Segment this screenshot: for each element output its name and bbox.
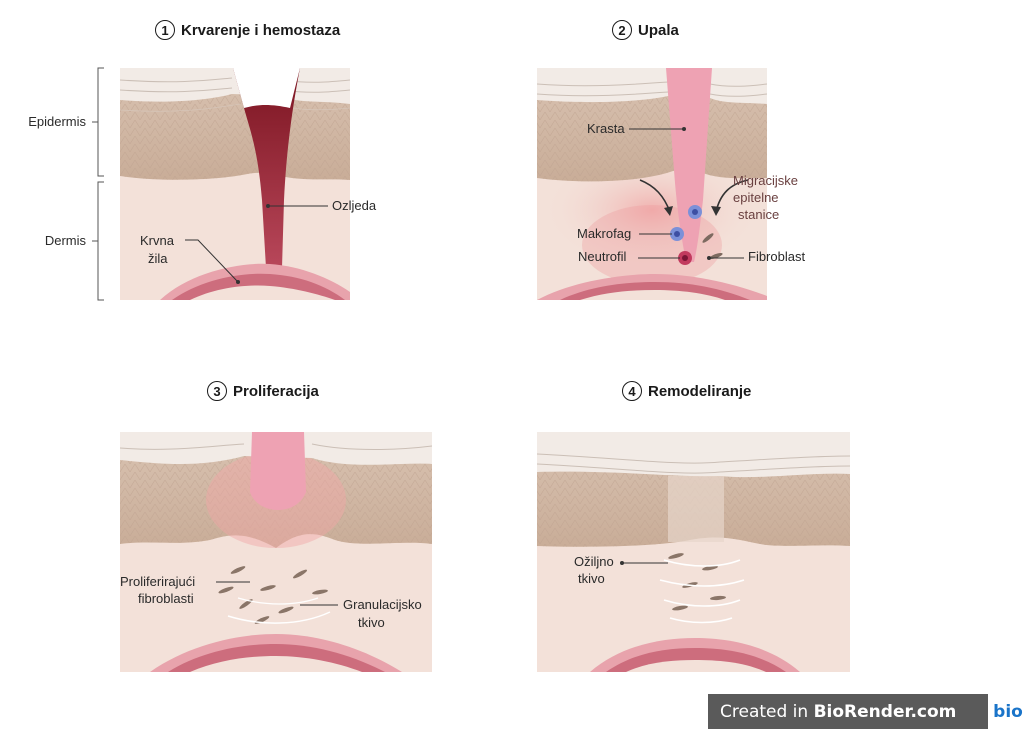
macrophage-label: Makrofag: [577, 226, 631, 241]
scar-tissue-label-line2: tkivo: [578, 571, 605, 586]
dermis-label: Dermis: [45, 233, 87, 248]
vessel-label-line1: Krvna: [140, 233, 175, 248]
panel-3-tissue: [120, 432, 432, 672]
migrating-cells-label-line1: Migracijske: [733, 173, 798, 188]
migrating-cells-label-line3: stanice: [738, 207, 779, 222]
prolif-fibroblasts-label-line2: fibroblasti: [138, 591, 194, 606]
migrating-cells-label-line2: epitelne: [733, 190, 779, 205]
scab-label: Krasta: [587, 121, 625, 136]
badge-text: Created in BioRender.com: [708, 702, 988, 722]
neutrophil-label: Neutrofil: [578, 249, 627, 264]
dermis-bracket: [92, 182, 104, 300]
biorender-logo-icon: bio: [988, 694, 1028, 729]
vessel-label-line2: žila: [148, 251, 168, 266]
granulation-tissue-label-line1: Granulacijsko: [343, 597, 422, 612]
fibroblast-label: Fibroblast: [748, 249, 805, 264]
scar-tissue-label-line1: Ožiljno: [574, 554, 614, 569]
injury-label: Ozljeda: [332, 198, 377, 213]
panel-4-tissue: [537, 432, 850, 672]
prolif-fibroblasts-label-line1: Proliferirajući: [120, 574, 195, 589]
badge-prefix: Created in: [720, 702, 814, 722]
epidermis-bracket: [92, 68, 104, 176]
granulation-tissue-label-line2: tkivo: [358, 615, 385, 630]
biorender-badge[interactable]: Created in BioRender.com bio: [708, 694, 1028, 729]
epidermis-label: Epidermis: [28, 114, 86, 129]
badge-brand: BioRender.com: [814, 702, 957, 722]
